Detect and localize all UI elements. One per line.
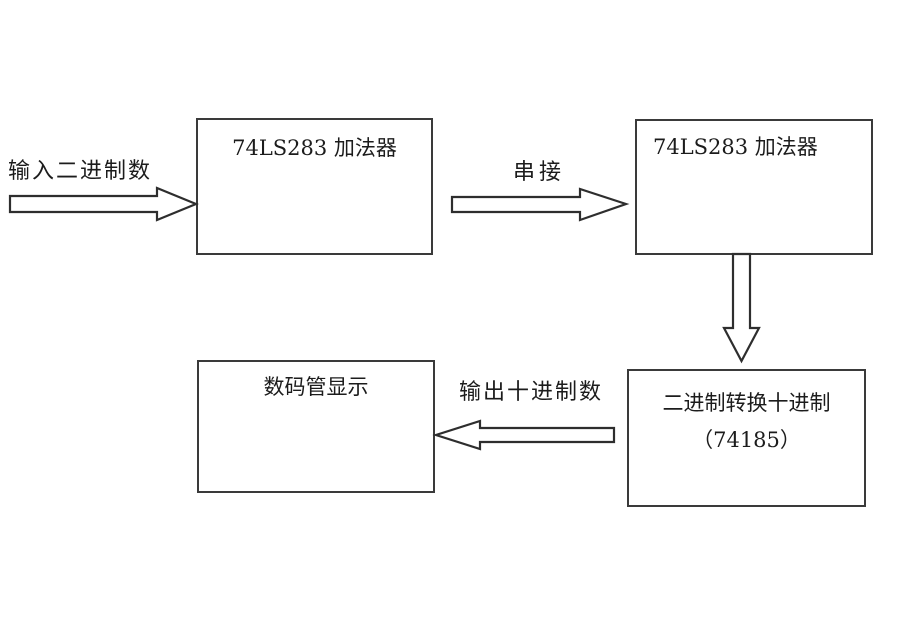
box-converter: 二进制转换十进制 （74185） — [627, 369, 866, 507]
box-adder-1: 74LS283 加法器 — [196, 118, 433, 255]
box-adder-2: 74LS283 加法器 — [635, 119, 873, 255]
output-arrow-label: 输出十进制数 — [459, 380, 604, 405]
box-display-label: 数码管显示 — [263, 375, 369, 399]
converter-arrow-down-icon — [722, 252, 761, 364]
input-arrow-right-icon — [8, 186, 199, 222]
input-arrow-label: 输入二进制数 — [8, 159, 153, 184]
cascade-arrow-right-icon — [450, 187, 630, 222]
box-converter-label-line1: 二进制转换十进制 — [662, 391, 831, 415]
cascade-arrow-label: 串接 — [513, 160, 566, 185]
box-converter-label-line2: （74185） — [692, 428, 801, 452]
box-display: 数码管显示 — [197, 360, 435, 493]
box-adder-2-label: 74LS283 加法器 — [653, 135, 818, 159]
output-arrow-left-icon — [432, 419, 616, 451]
box-adder-1-label: 74LS283 加法器 — [232, 136, 397, 160]
